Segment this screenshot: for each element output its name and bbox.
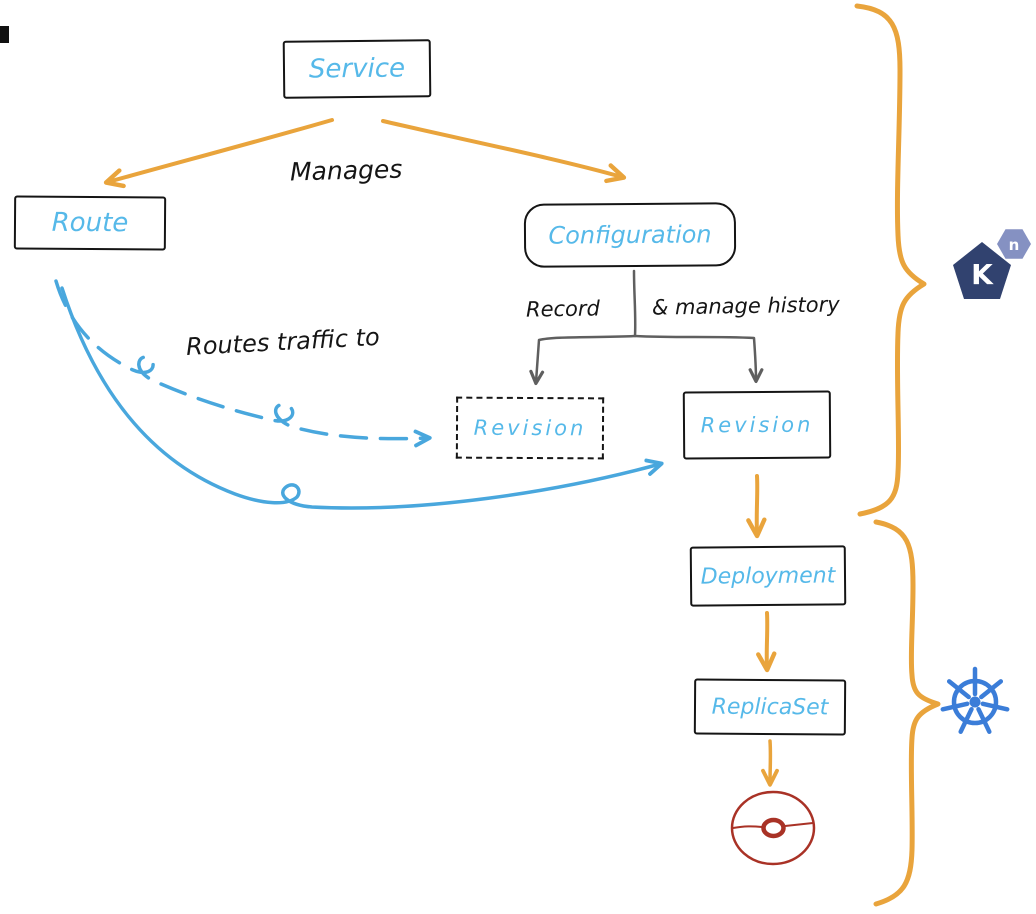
node-service-label: Service — [308, 53, 406, 85]
configuration-trunk-line — [632, 269, 637, 338]
node-deployment-label: Deployment — [700, 562, 836, 590]
node-replicaset-label: ReplicaSet — [711, 694, 829, 720]
node-route-label: Route — [51, 207, 129, 239]
kubernetes-wheel-spokes — [940, 666, 1010, 734]
node-deployment: Deployment — [689, 545, 847, 607]
kubernetes-scope-brace — [873, 519, 941, 907]
knative-letter-n: n — [1009, 236, 1020, 254]
kubernetes-wheel-logo — [940, 666, 1010, 734]
route-to-dashed-revision-arrow — [54, 279, 432, 448]
deployment-to-replicaset-arrow — [756, 611, 777, 673]
pod-core — [761, 817, 786, 839]
configuration-to-dashed-revision-arrow — [529, 334, 637, 386]
edge-label-record: Record — [525, 296, 601, 322]
node-configuration-label: Configuration — [548, 220, 712, 250]
screen-edge-artifact — [0, 26, 9, 43]
edge-label-manages: Manages — [289, 154, 403, 187]
service-to-route-arrow — [103, 118, 334, 189]
knative-hexagon — [997, 229, 1031, 259]
node-service: Service — [282, 39, 432, 99]
node-replicaset: ReplicaSet — [693, 678, 847, 736]
pod-outline — [730, 790, 816, 866]
pod-band-right — [784, 822, 814, 827]
kubernetes-wheel-hub — [969, 696, 981, 708]
node-revision: Revision — [682, 390, 832, 460]
node-revision-dashed-label: Revision — [473, 415, 587, 441]
route-to-revision-arrow — [60, 286, 664, 510]
node-revision-label: Revision — [700, 412, 814, 438]
pod-band-left — [732, 825, 763, 829]
node-configuration: Configuration — [523, 202, 737, 268]
knative-letter-k: K — [971, 258, 994, 291]
pod-icon — [730, 790, 816, 866]
node-revision-dashed: Revision — [455, 396, 605, 460]
node-route: Route — [13, 195, 167, 251]
configuration-to-revision-arrow — [633, 334, 764, 384]
knative-scope-brace — [854, 3, 927, 517]
edge-label-manage-history: & manage history — [651, 292, 840, 320]
knative-pentagon — [953, 242, 1011, 299]
service-to-configuration-arrow — [381, 119, 627, 184]
knative-logo: K n — [953, 229, 1031, 299]
revision-to-deployment-arrow — [746, 474, 767, 539]
